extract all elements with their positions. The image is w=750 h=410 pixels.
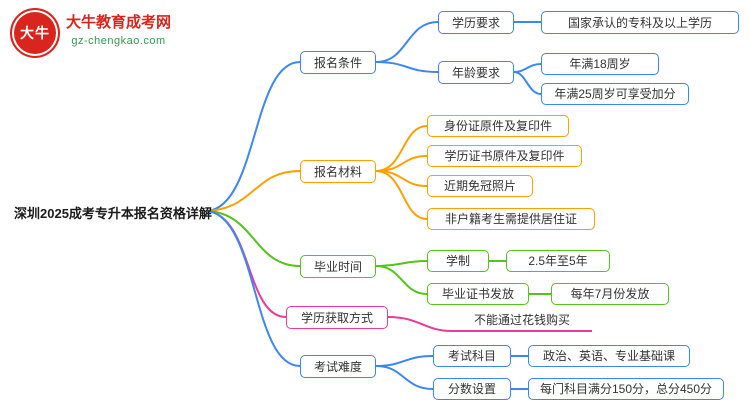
leaf-no-purchase: 不能通过花钱购买 — [452, 310, 592, 332]
node-score-setting: 分数设置 — [433, 378, 511, 400]
leaf-id-card: 身份证原件及复印件 — [427, 115, 569, 137]
leaf-residence-permit: 非户籍考生需提供居住证 — [427, 208, 595, 230]
leaf-age-18: 年满18周岁 — [541, 53, 659, 75]
node-exam-subjects: 考试科目 — [433, 345, 511, 367]
leaf-photo: 近期免冠照片 — [427, 175, 533, 197]
leaf-subjects-list: 政治、英语、专业基础课 — [528, 345, 690, 367]
leaf-issuance-july: 每年7月份发放 — [551, 283, 669, 305]
leaf-recognized-diploma: 国家承认的专科及以上学历 — [541, 11, 739, 34]
connector-residence-leaf — [375, 170, 428, 220]
branch-graduation-time: 毕业时间 — [300, 255, 376, 278]
connector-root-conditions — [207, 61, 301, 212]
leaf-age-25-bonus: 年满25周岁可享受加分 — [541, 83, 689, 105]
node-study-duration: 学制 — [427, 250, 489, 272]
logo-text-block: 大牛教育成考网 gz-chengkao.com — [66, 8, 171, 48]
connector-age-req — [375, 61, 439, 73]
node-age-requirement: 年龄要求 — [438, 61, 514, 84]
branch-exam-difficulty: 考试难度 — [300, 355, 376, 378]
connector-subjects-node — [375, 355, 434, 367]
connector-issuance-node — [375, 265, 428, 295]
branch-registration-materials: 报名材料 — [300, 160, 376, 183]
connector-education-req — [375, 21, 439, 63]
bull-logo-icon: 大牛 — [10, 8, 60, 58]
connector-root-materials — [207, 170, 301, 212]
connector-age18-leaf — [513, 63, 542, 73]
leaf-diploma-copy: 学历证书原件及复印件 — [427, 145, 582, 167]
connector-duration-node — [375, 260, 428, 267]
node-certificate-issuance: 毕业证书发放 — [427, 283, 529, 305]
node-education-requirement: 学历要求 — [438, 11, 514, 34]
connector-score-node — [375, 365, 434, 390]
leaf-duration-years: 2.5年至5年 — [506, 250, 610, 272]
connector-root-difficulty — [207, 210, 301, 367]
site-logo: 大牛 大牛教育成考网 gz-chengkao.com — [10, 8, 171, 58]
logo-url: gz-chengkao.com — [71, 35, 166, 47]
leaf-score-detail: 每门科目满分150分，总分450分 — [528, 378, 724, 400]
mindmap-root-label: 深圳2025成考专升本报名资格详解 — [14, 205, 212, 221]
connector-age25-leaf — [513, 71, 542, 95]
connector-nopurchase-leaf — [387, 316, 453, 332]
branch-degree-acquisition: 学历获取方式 — [286, 306, 388, 329]
logo-title: 大牛教育成考网 — [66, 14, 172, 31]
branch-registration-conditions: 报名条件 — [300, 51, 376, 74]
connector-root-graduation — [207, 210, 301, 267]
